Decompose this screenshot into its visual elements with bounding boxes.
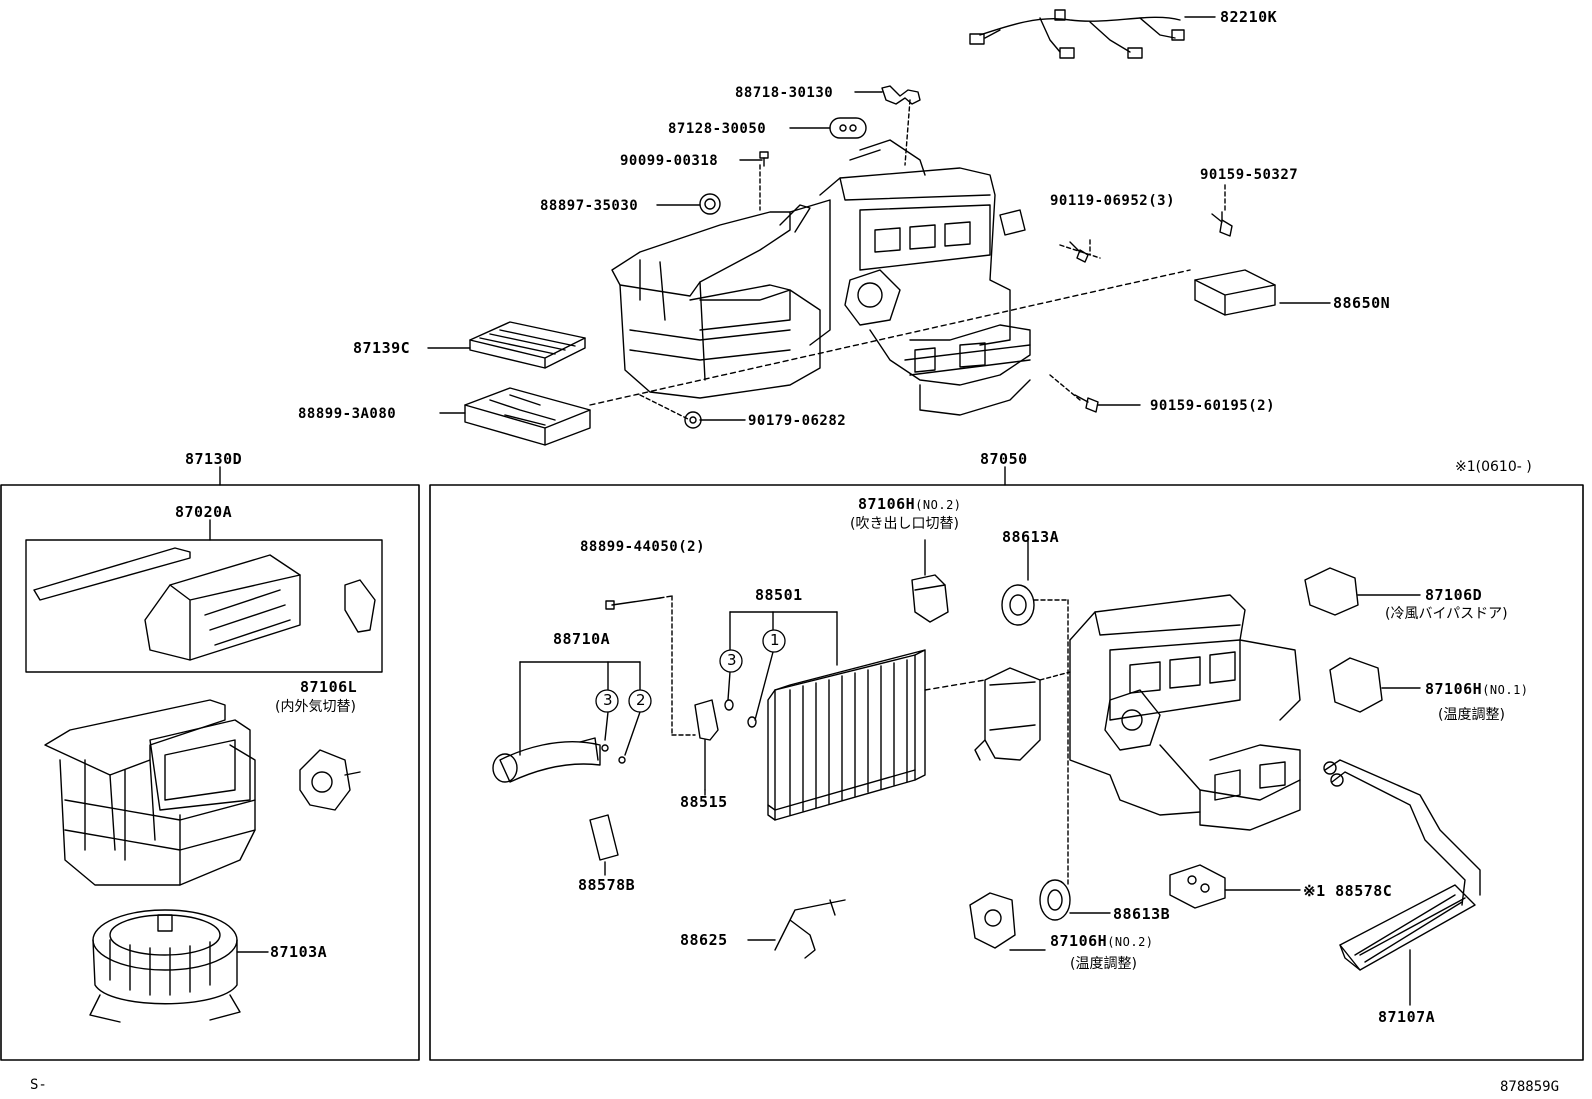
circle-label-3-tube: 3 [603,691,613,709]
label-88718-30130: 88718-30130 [735,85,834,101]
label-87106h-no1-suffix: (NO.1) [1482,683,1529,697]
label-87106d: 87106D [1425,586,1483,604]
label-87107a: 87107A [1378,1008,1436,1026]
bracket-88578c [1169,864,1301,909]
label-88625: 88625 [680,931,728,949]
bracket-88501 [724,611,838,728]
thermistor-88625 [747,899,846,959]
label-87106h-no2-outlet-suffix: (NO.2) [915,498,962,512]
servo-87106h-no2-outlet [911,539,949,623]
label-90159-60195: 90159-60195(2) [1150,398,1276,414]
label-88613a: 88613A [1002,528,1060,546]
servo-87106h-no2-temp [969,892,1046,951]
label-87106h-no2-temp: 87106H(NO.2) [1050,934,1154,949]
label-87106d-desc: (冷風バイパスドア) [1385,606,1508,622]
filter-case-88899-3a080 [464,387,591,446]
gear-88613b [1039,879,1111,921]
label-88578c: ※1 88578C [1303,882,1393,900]
blower-case-87020a [33,547,376,661]
footer-left-marker: S- [30,1077,47,1093]
label-88515: 88515 [680,793,728,811]
group-box-87050 [429,484,1584,1061]
label-90159-50327: 90159-50327 [1200,167,1299,183]
bolt-90159-60195 [1074,394,1099,413]
label-88899-3a080: 88899-3A080 [298,406,397,422]
bolt-90119 [1069,241,1089,263]
amplifier-88650n [1194,269,1276,316]
packing-87128 [829,117,867,139]
gear-88613a [1001,539,1069,886]
label-90099-00318: 90099-00318 [620,153,719,169]
nut-90179 [684,411,702,429]
group-box-87130d [0,484,420,1061]
air-conditioner-unit-top [611,139,1031,416]
label-88501: 88501 [755,586,803,604]
label-90119-06952: 90119-06952(3) [1050,193,1176,209]
clip-88718 [881,85,921,105]
label-87139c: 87139C [353,339,411,357]
bolt-90159-50327 [1211,213,1233,237]
ac-unit-87050 [924,594,1301,831]
bracket-88710a [519,661,641,756]
expansion-valve-88515 [694,699,719,791]
label-82210k: 82210K [1220,8,1278,26]
blower-housing [44,699,256,886]
tube-88710a [492,737,626,783]
label-87106h-no1-desc: (温度調整) [1438,707,1505,723]
label-88650n: 88650N [1333,294,1391,312]
wire-harness-82210k [969,9,1216,59]
label-87106l-desc: (内外気切替) [275,699,356,715]
blower-motor-87103a [89,909,269,1023]
evaporator-88501 [767,649,926,821]
label-87106h-no2-temp-desc: (温度調整) [1070,956,1137,972]
label-87106h-no2-outlet-desc: (吹き出し口切替) [850,516,959,532]
label-87020a: 87020A [175,503,233,521]
servo-87106h-no1 [1329,657,1421,713]
diagram-id: 878859G [1500,1079,1560,1095]
group-box-87020a [25,539,383,673]
label-88710a: 88710A [553,630,611,648]
sensor-88578b [589,814,619,876]
label-87103a: 87103A [270,943,328,961]
label-87050: 87050 [980,450,1028,468]
screw-90099 [759,151,769,167]
leader-lines-top [427,91,1331,421]
label-87130d: 87130D [185,450,243,468]
circle-label-1: 1 [770,631,780,649]
label-87106h-no1-code: 87106H [1425,680,1483,698]
label-88613b: 88613B [1113,905,1171,923]
label-87106h-no2-outlet: 87106H(NO.2) [858,497,962,512]
circle-label-3-evaporator: 3 [727,651,737,669]
bolt-88899-44050 [605,595,696,736]
label-90179-06282: 90179-06282 [748,413,847,429]
label-87106h-no2-temp-code: 87106H [1050,932,1108,950]
note-variant-1: ※1(0610- ) [1455,459,1532,475]
label-87106h-no2-temp-suffix: (NO.2) [1107,935,1154,949]
servo-87106l [299,749,361,811]
servo-87106d [1304,567,1421,616]
label-87106h-no1: 87106H(NO.1) [1425,682,1529,697]
label-87128-30050: 87128-30050 [668,121,767,137]
heater-core-87107a [1323,759,1481,1006]
label-87106l: 87106L [300,678,358,696]
grommet-88897 [699,193,721,215]
label-88578b: 88578B [578,876,636,894]
label-88899-44050: 88899-44050(2) [580,539,706,555]
label-88897-35030: 88897-35030 [540,198,639,214]
label-87106h-no2-outlet-code: 87106H [858,495,916,513]
filter-87139c [469,321,586,369]
circle-label-2: 2 [636,691,646,709]
